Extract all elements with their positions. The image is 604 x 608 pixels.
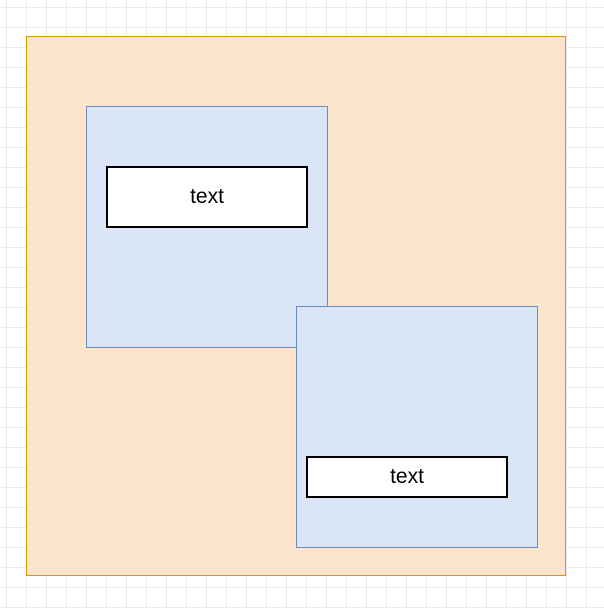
text-box-top[interactable]: text [106, 166, 308, 228]
text-box-bottom[interactable]: text [306, 456, 508, 498]
panel-bottom-right[interactable] [296, 306, 538, 548]
